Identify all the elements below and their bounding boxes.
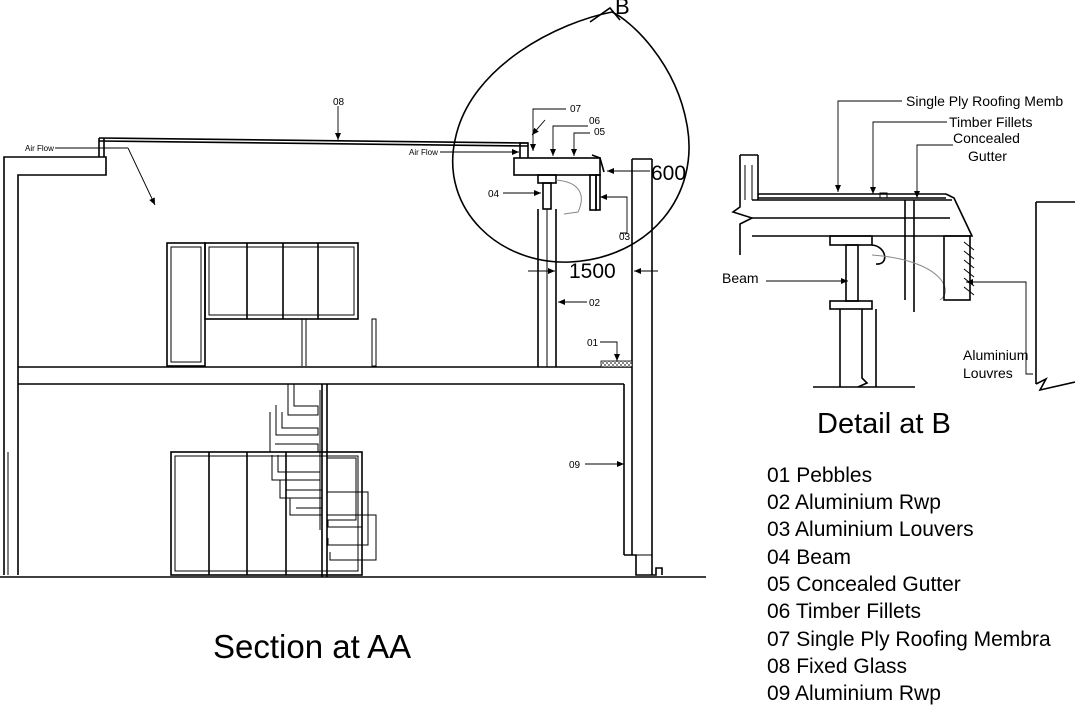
label-single-ply-roofing: Single Ply Roofing Memb xyxy=(906,93,1063,109)
label-01: 01 xyxy=(587,338,599,349)
spiral-stair xyxy=(269,384,377,577)
dimension-600: 600 xyxy=(651,162,686,185)
detail-b-drawing xyxy=(731,100,1075,392)
legend-item: 02 Aluminium Rwp xyxy=(767,491,941,514)
label-05: 05 xyxy=(594,127,606,138)
label-concealed: Concealed xyxy=(953,130,1020,146)
legend-item: 07 Single Ply Roofing Membra xyxy=(767,628,1051,651)
bubble-label-b: B xyxy=(615,0,630,19)
label-timber-fillets: Timber Fillets xyxy=(949,114,1033,130)
legend-item: 04 Beam xyxy=(767,546,851,569)
legend-item: 06 Timber Fillets xyxy=(767,600,921,623)
legend-item: 03 Aluminium Louvers xyxy=(767,518,974,541)
label-06: 06 xyxy=(589,116,601,127)
label-air-flow-right: Air Flow xyxy=(409,148,438,157)
label-04: 04 xyxy=(488,189,500,200)
label-gutter: Gutter xyxy=(968,148,1007,164)
legend-item: 01 Pebbles xyxy=(767,464,872,487)
label-03: 03 xyxy=(619,232,631,243)
label-beam: Beam xyxy=(722,270,759,286)
legend-item: 09 Aluminium Rwp xyxy=(767,682,941,705)
label-louvres: Louvres xyxy=(963,365,1013,381)
title-detail-b: Detail at B xyxy=(817,408,951,440)
label-02: 02 xyxy=(589,298,601,309)
label-09: 09 xyxy=(569,460,581,471)
label-07: 07 xyxy=(570,104,582,115)
title-section-aa: Section at AA xyxy=(213,628,411,665)
legend: 01 Pebbles 02 Aluminium Rwp 03 Aluminium… xyxy=(767,464,1051,705)
legend-item: 05 Concealed Gutter xyxy=(767,573,961,596)
label-air-flow-left: Air Flow xyxy=(25,144,54,153)
section-aa-drawing xyxy=(0,6,706,578)
dimension-1500: 1500 xyxy=(569,260,616,283)
label-aluminium: Aluminium xyxy=(963,347,1028,363)
label-08: 08 xyxy=(333,97,345,108)
legend-item: 08 Fixed Glass xyxy=(767,655,907,678)
